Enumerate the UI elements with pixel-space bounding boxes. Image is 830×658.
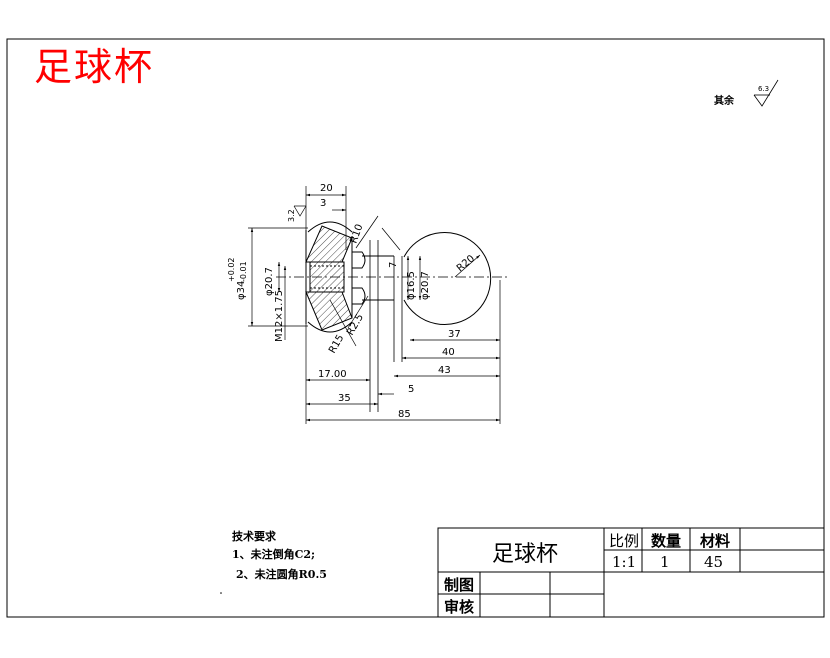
dim-r10: R10 xyxy=(348,223,365,245)
dim-dia16-5: φ16.5 xyxy=(406,271,417,300)
dim-tol-down: -0.01 xyxy=(239,261,248,282)
part-geometry xyxy=(276,221,510,412)
dim-3: 3 xyxy=(320,198,326,209)
cup-top-arc xyxy=(307,221,353,233)
checked-by-label: 审核 xyxy=(444,598,474,616)
title-block-part-name: 足球杯 xyxy=(492,542,558,567)
drawing-title: 足球杯 xyxy=(34,45,155,89)
dim-dia20-7-left: φ20.7 xyxy=(264,267,275,296)
tech-requirement-1: 1、未注倒角C2; xyxy=(232,547,315,561)
tech-requirements-heading: 技术要求 xyxy=(232,529,277,543)
roughness-local: 3.2 xyxy=(287,209,296,222)
quantity-value: 1 xyxy=(660,553,670,571)
cup-bottom-arc xyxy=(307,321,353,333)
dim-37: 37 xyxy=(448,329,461,340)
roughness-default-value: 6.3 xyxy=(758,85,769,93)
material-label: 材料 xyxy=(700,532,730,550)
dim-tol-up: +0.02 xyxy=(227,257,236,282)
scale-value: 1:1 xyxy=(612,553,636,571)
dim-thread: M12×1.75 xyxy=(274,290,285,342)
roughness-symbol xyxy=(753,79,779,107)
quantity-label: 数量 xyxy=(651,532,681,550)
dim-5: 5 xyxy=(408,384,414,395)
dimension-text: 20 3 R10 R20 φ16.5 φ20.7 φ20.7 φ34 +0.02… xyxy=(227,183,477,420)
dim-35: 35 xyxy=(338,393,351,404)
dim-dia20-7-right: φ20.7 xyxy=(420,271,431,300)
dim-r15: R15 xyxy=(327,333,346,356)
sheet-border xyxy=(6,38,825,618)
roughness-remaining-label: 其余 xyxy=(714,94,735,107)
dim-20: 20 xyxy=(320,183,333,194)
dim-r20: R20 xyxy=(455,253,477,274)
drawn-by-label: 制图 xyxy=(444,576,474,594)
dim-43: 43 xyxy=(438,365,451,376)
title-block xyxy=(437,527,825,618)
dim-40: 40 xyxy=(442,347,455,358)
dim-85: 85 xyxy=(398,409,411,420)
sphere-outline xyxy=(403,232,492,325)
stray-dot xyxy=(220,592,222,594)
dim-17: 17.00 xyxy=(318,369,347,380)
scale-label: 比例 xyxy=(609,532,639,550)
tech-requirement-2: 2、未注圆角R0.5 xyxy=(236,567,327,581)
material-value: 45 xyxy=(704,553,723,571)
dim-7: 7 xyxy=(388,262,399,268)
dim-dia34: φ34 xyxy=(236,281,247,300)
dimension-lines xyxy=(248,186,501,424)
